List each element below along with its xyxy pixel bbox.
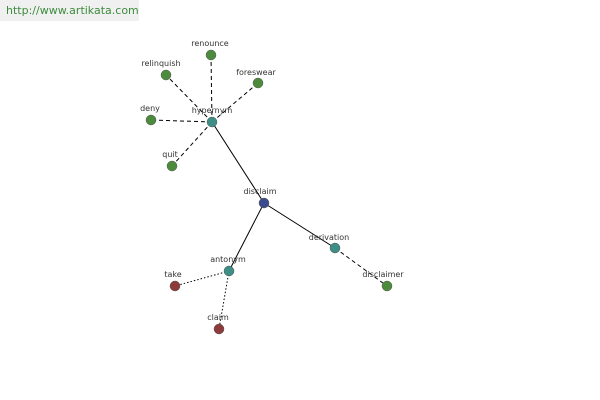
- node-claim[interactable]: [213, 323, 225, 335]
- label-claim: claim: [207, 313, 229, 322]
- label-center: disclaim: [243, 187, 276, 196]
- node-take[interactable]: [169, 280, 181, 292]
- url-banner: http://www.artikata.com: [0, 0, 139, 21]
- edge-center-derivation: [263, 202, 336, 249]
- label-quit: quit: [162, 150, 178, 159]
- edge-hypernym-foreswear: [211, 82, 259, 123]
- node-quit[interactable]: [166, 160, 178, 172]
- label-renounce: renounce: [191, 39, 229, 48]
- node-antonym[interactable]: [223, 265, 235, 277]
- node-relinquish[interactable]: [160, 69, 172, 81]
- node-foreswear[interactable]: [252, 77, 264, 89]
- edge-hypernym-deny: [150, 119, 213, 123]
- label-disclaimer: disclaimer: [362, 270, 404, 279]
- edge-center-antonym: [228, 202, 265, 272]
- node-hypernym[interactable]: [206, 116, 218, 128]
- node-disclaimer[interactable]: [381, 280, 393, 292]
- label-foreswear: foreswear: [236, 68, 276, 77]
- label-deny: deny: [140, 104, 160, 113]
- label-take: take: [164, 270, 181, 279]
- edge-center-hypernym: [211, 121, 265, 204]
- node-derivation[interactable]: [329, 242, 341, 254]
- label-hypernym: hypernym: [192, 106, 233, 115]
- edge-antonym-claim: [218, 270, 230, 330]
- label-antonym: antonym: [210, 255, 246, 264]
- node-renounce[interactable]: [205, 49, 217, 61]
- node-center[interactable]: [258, 197, 270, 209]
- label-relinquish: relinquish: [141, 59, 180, 68]
- edge-antonym-take: [174, 270, 230, 287]
- label-derivation: derivation: [309, 233, 349, 242]
- edge-hypernym-quit: [171, 121, 213, 167]
- edge-derivation-disclaimer: [334, 247, 388, 287]
- node-deny[interactable]: [145, 114, 157, 126]
- edge-hypernym-relinquish: [165, 74, 213, 123]
- site-url-link[interactable]: http://www.artikata.com: [6, 4, 139, 17]
